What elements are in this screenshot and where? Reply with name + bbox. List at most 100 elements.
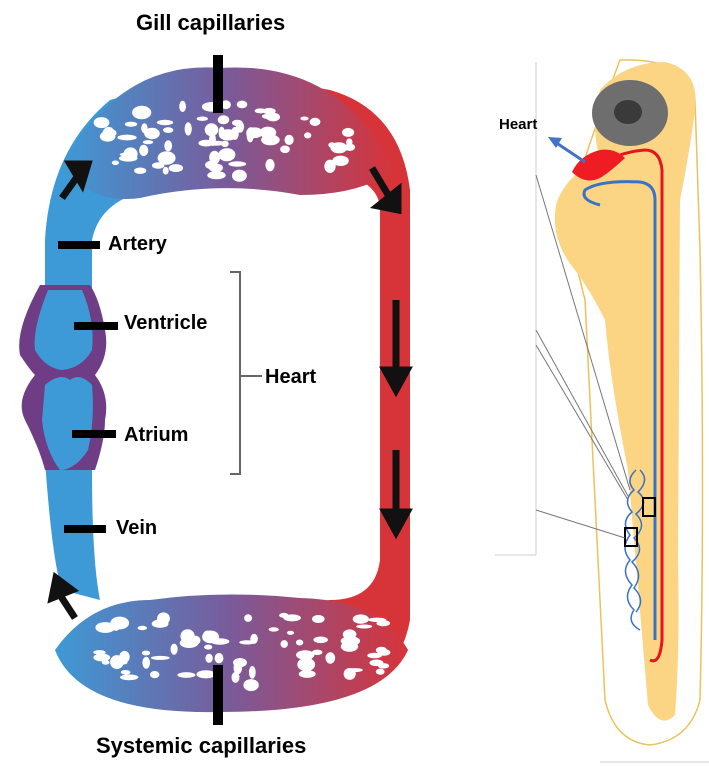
capillary-hole bbox=[324, 160, 335, 173]
capillary-hole bbox=[304, 664, 310, 674]
heart-arrow-shaft bbox=[555, 142, 585, 162]
capillary-hole bbox=[177, 672, 195, 678]
capillary-hole bbox=[265, 159, 274, 171]
zebrafish-heart-label: Heart bbox=[499, 116, 537, 133]
capillary-hole bbox=[210, 638, 229, 644]
vein-pointer-bar bbox=[64, 525, 106, 533]
capillary-hole bbox=[142, 651, 150, 656]
capillary-hole bbox=[179, 101, 186, 112]
capillary-hole bbox=[262, 114, 277, 120]
capillary-hole bbox=[125, 122, 137, 127]
capillary-hole bbox=[237, 101, 248, 109]
capillary-hole bbox=[269, 627, 279, 631]
capillary-hole bbox=[243, 679, 258, 691]
capillary-hole bbox=[310, 118, 321, 126]
capillary-hole bbox=[136, 110, 143, 114]
capillary-hole bbox=[353, 614, 369, 623]
atrium-pointer-bar bbox=[72, 430, 116, 438]
capillary-hole bbox=[93, 654, 110, 662]
ventricle-pointer-bar bbox=[74, 322, 118, 330]
capillary-hole bbox=[138, 626, 148, 630]
gill-capillaries-label: Gill capillaries bbox=[136, 10, 285, 36]
capillary-hole bbox=[110, 655, 124, 669]
capillary-hole bbox=[378, 649, 391, 656]
capillary-hole bbox=[205, 654, 212, 663]
capillary-hole bbox=[304, 132, 311, 138]
artery-pointer-bar bbox=[58, 241, 100, 249]
capillary-hole bbox=[197, 670, 216, 678]
capillary-hole bbox=[207, 141, 226, 146]
capillary-hole bbox=[313, 637, 328, 644]
systemic-capillary-bed bbox=[55, 594, 408, 712]
capillary-hole bbox=[143, 140, 153, 144]
capillary-hole bbox=[94, 117, 110, 128]
capillary-hole bbox=[232, 120, 243, 126]
capillary-hole bbox=[190, 636, 200, 645]
capillary-hole bbox=[342, 128, 354, 137]
capillary-hole bbox=[150, 671, 159, 678]
capillary-hole bbox=[215, 653, 224, 663]
capillary-hole bbox=[204, 645, 212, 650]
capillary-hole bbox=[141, 123, 147, 133]
capillary-hole bbox=[244, 614, 252, 622]
flow-arrows bbox=[52, 164, 407, 618]
capillary-hole bbox=[157, 612, 170, 624]
capillary-hole bbox=[283, 614, 301, 621]
capillary-hole bbox=[171, 644, 178, 655]
capillary-hole bbox=[121, 670, 131, 675]
capillary-hole bbox=[93, 650, 105, 655]
capillary-hole bbox=[207, 171, 225, 179]
capillary-hole bbox=[151, 656, 170, 660]
systemic-pointer-bar bbox=[213, 665, 223, 725]
capillary-hole bbox=[312, 615, 325, 623]
ventricle-label: Ventricle bbox=[124, 312, 207, 335]
capillary-hole bbox=[102, 127, 115, 141]
capillary-hole bbox=[347, 668, 363, 672]
capillary-hole bbox=[169, 164, 183, 172]
capillary-hole bbox=[247, 128, 254, 142]
capillary-hole bbox=[112, 161, 119, 166]
gill-pointer-bar bbox=[213, 55, 223, 113]
capillary-hole bbox=[369, 660, 383, 667]
atrium-label: Atrium bbox=[124, 424, 188, 447]
capillary-hole bbox=[234, 661, 243, 674]
capillary-hole bbox=[164, 140, 172, 151]
capillary-hole bbox=[239, 640, 255, 644]
capillary-hole bbox=[209, 164, 223, 173]
capillary-hole bbox=[325, 652, 335, 663]
capillary-hole bbox=[285, 135, 294, 145]
capillary-hole bbox=[158, 151, 176, 165]
heart-bracket bbox=[230, 272, 262, 474]
heart-label: Heart bbox=[265, 366, 316, 389]
capillary-hole bbox=[280, 146, 290, 154]
capillary-hole bbox=[377, 620, 391, 626]
capillary-hole bbox=[281, 640, 288, 648]
capillary-hole bbox=[312, 650, 322, 655]
capillary-hole bbox=[209, 151, 220, 164]
circulation-loop bbox=[19, 55, 410, 725]
capillary-hole bbox=[120, 674, 138, 680]
capillary-hole bbox=[163, 127, 173, 133]
capillary-hole bbox=[203, 631, 212, 642]
capillary-hole bbox=[142, 657, 150, 669]
capillary-hole bbox=[249, 666, 256, 679]
capillary-hole bbox=[260, 127, 277, 139]
larva-body bbox=[555, 62, 696, 721]
capillary-hole bbox=[255, 108, 267, 113]
artery-label: Artery bbox=[108, 233, 167, 256]
capillary-hole bbox=[296, 640, 303, 646]
capillary-hole bbox=[157, 120, 173, 125]
capillary-hole bbox=[343, 629, 357, 639]
capillary-hole bbox=[356, 625, 372, 629]
capillary-hole bbox=[232, 170, 247, 182]
capillary-hole bbox=[197, 117, 208, 121]
capillary-hole bbox=[345, 144, 356, 151]
zebrafish-panel bbox=[495, 60, 709, 762]
capillary-hole bbox=[218, 115, 230, 124]
capillary-hole bbox=[219, 129, 237, 140]
systemic-capillaries-label: Systemic capillaries bbox=[96, 733, 306, 759]
capillary-hole bbox=[134, 168, 146, 174]
capillary-hole bbox=[287, 631, 294, 635]
